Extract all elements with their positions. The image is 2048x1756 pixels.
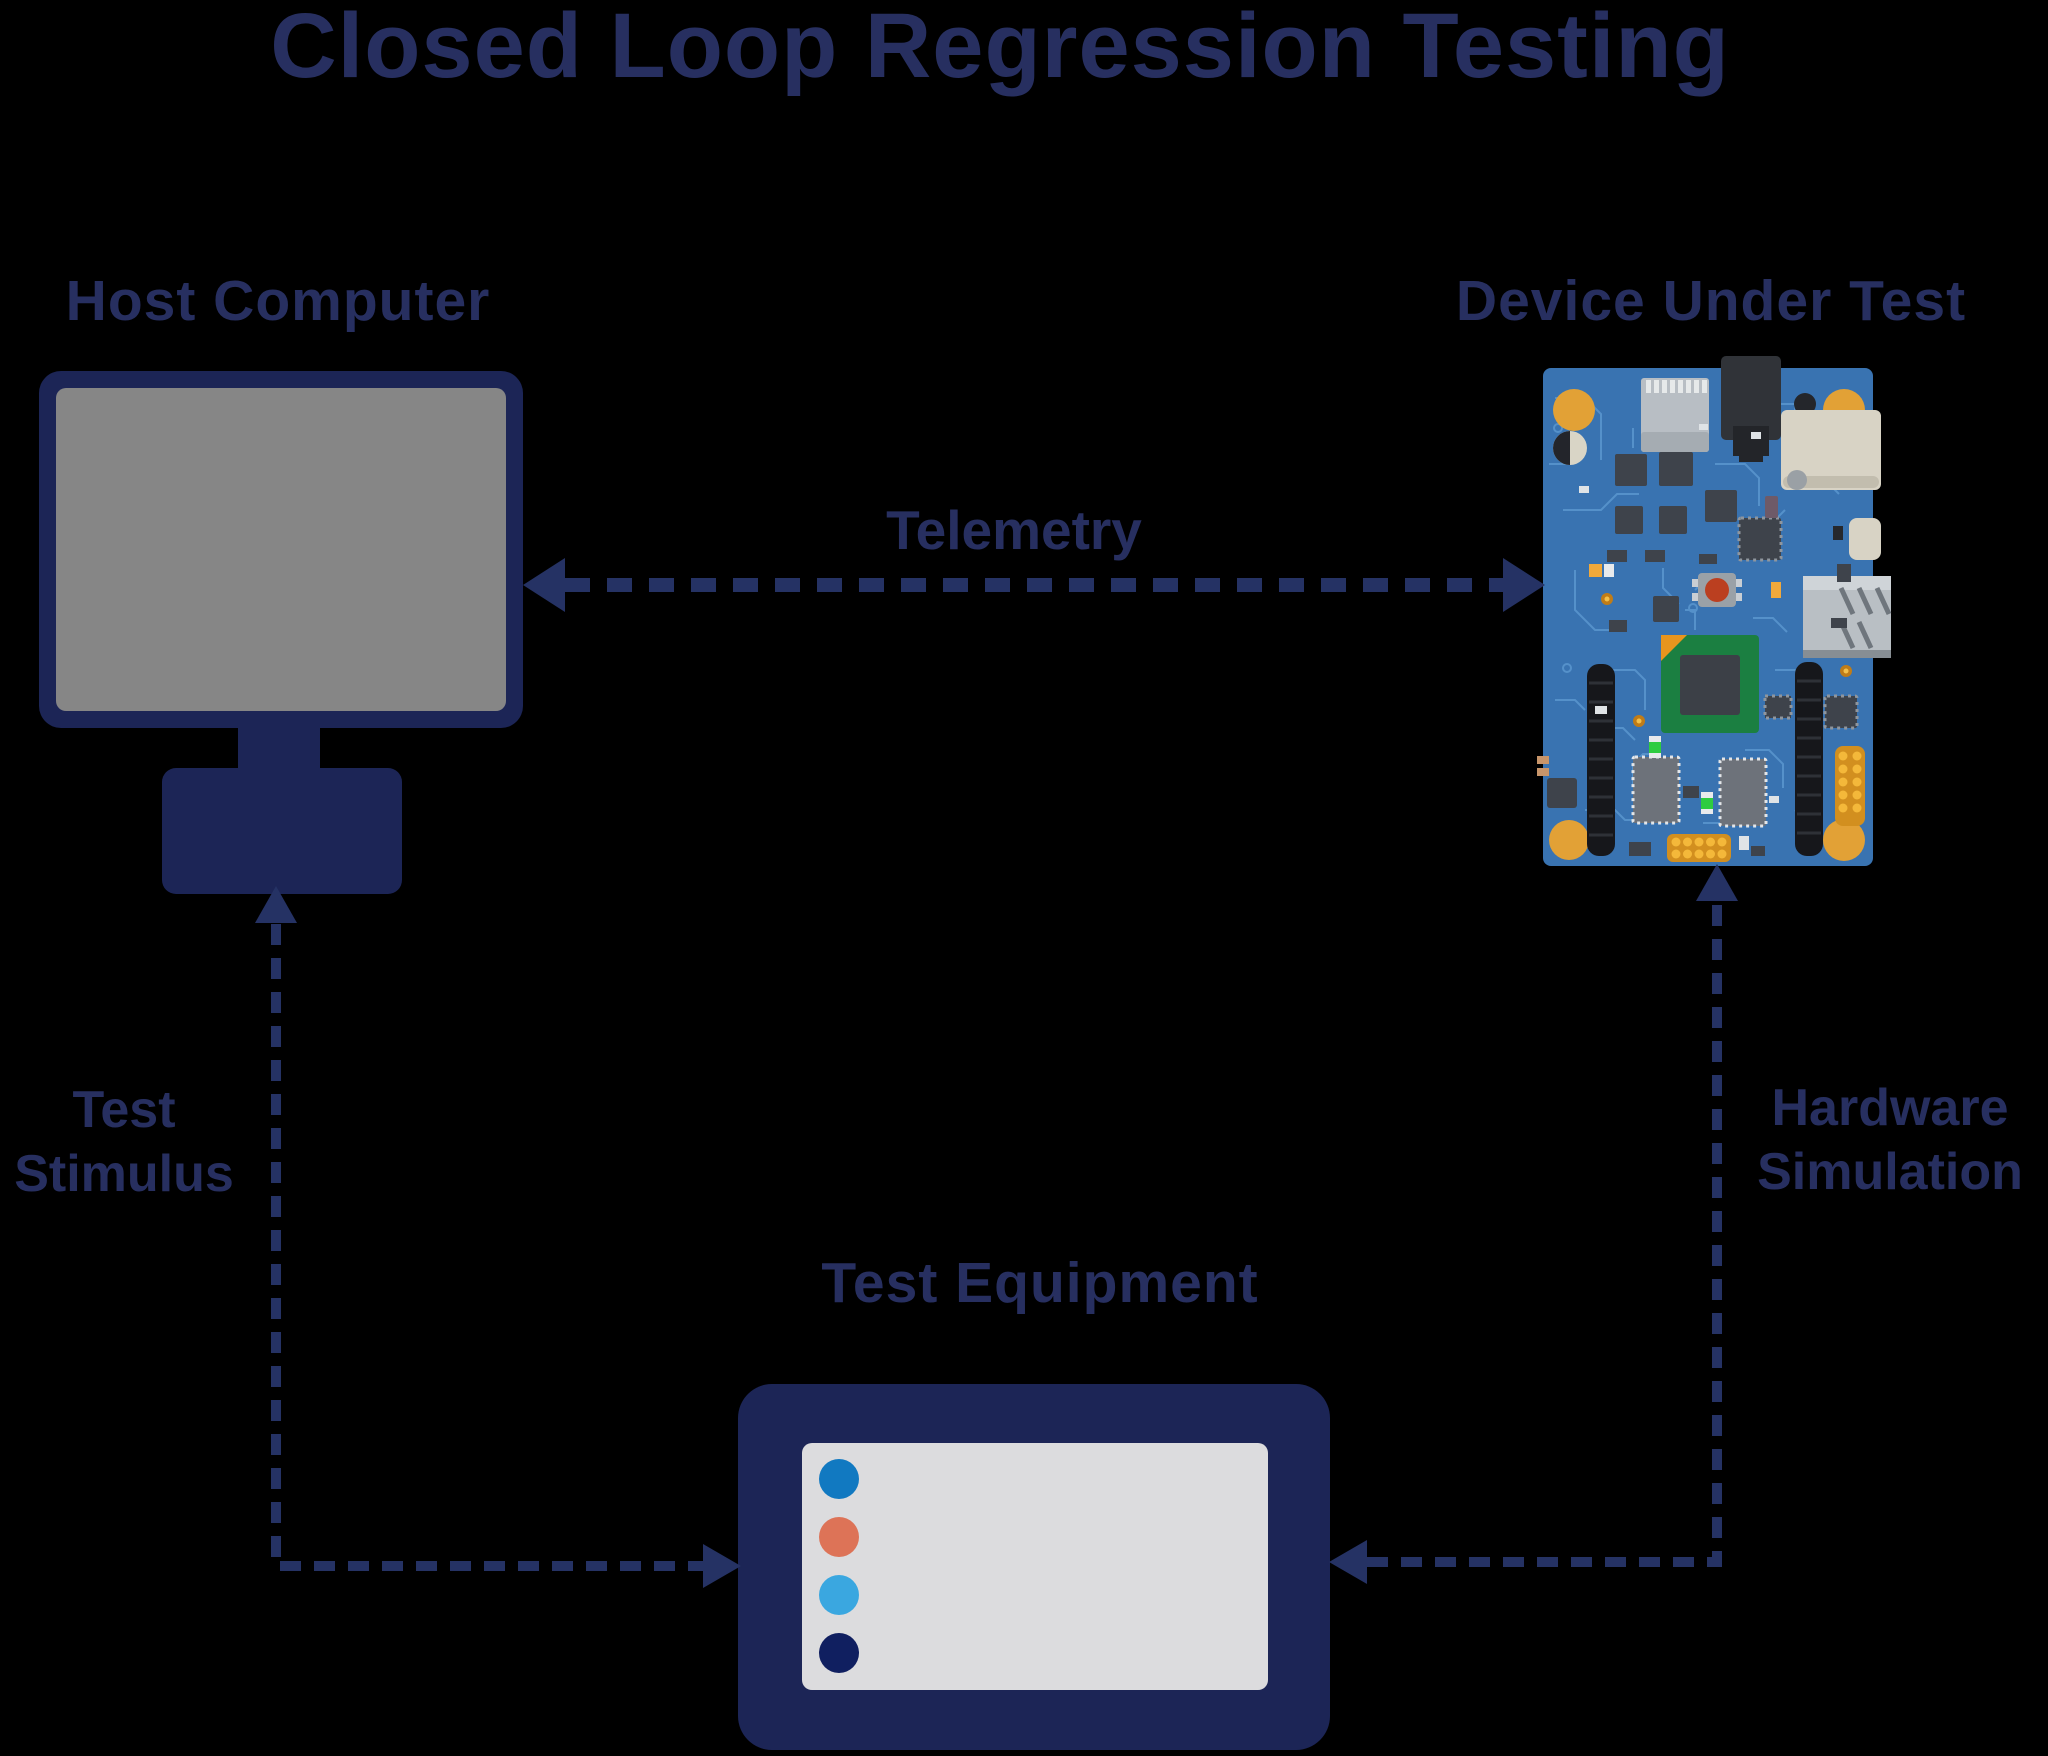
pcb-memory-chips [1631,755,1768,828]
pcb-board [1543,368,1873,866]
pin-headers [1587,662,1823,856]
test-stimulus-arrow [255,886,741,1588]
audio-jack [1721,356,1781,462]
pcb-leds [1537,424,1781,850]
arrowhead-left-icon [1329,1540,1367,1584]
indicator-dot [819,1575,859,1615]
test-equipment-indicator-dots [819,1459,859,1691]
indicator-dot [819,1459,859,1499]
gpio-headers [1667,746,1865,862]
hardware-simulation-label-line2: Simulation [1757,1143,2023,1201]
test-stimulus-label-line2: Stimulus [14,1145,234,1203]
pcb-purple-component [1765,496,1778,518]
arrowhead-left-icon [523,558,565,612]
micro-usb-port [1849,518,1881,560]
monitor-base [162,768,402,894]
arrowhead-right-icon [703,1544,741,1588]
hardware-simulation-arrow [1329,864,1738,1584]
device-under-test-label: Device Under Test [1455,269,1967,333]
page-title: Closed Loop Regression Testing [270,0,1730,97]
sd-card [1641,378,1709,452]
reset-button [1692,573,1742,607]
usb-port [1781,410,1881,490]
test-stimulus-label-line1: Test [72,1081,176,1139]
hardware-simulation-label-line1: Hardware [1771,1079,2009,1137]
telemetry-label: Telemetry [886,499,1142,561]
pcb-battery-notch [1553,431,1570,465]
pcb-transistor [1794,393,1816,415]
circuit-board-icon [1537,356,1892,866]
indicator-dot [819,1517,859,1557]
arrowhead-up-icon [255,886,297,923]
arrowhead-right-icon [1503,558,1545,612]
arrowhead-up-icon [1696,864,1738,901]
monitor-screen [56,388,506,711]
pcb-component [1833,526,1843,540]
indicator-dot [819,1633,859,1673]
monitor-neck [238,726,320,772]
pcb-corner-pads [1549,389,1865,861]
telemetry-arrow [523,558,1545,612]
host-computer-label: Host Computer [65,269,491,333]
ethernet-port [1803,576,1892,658]
pcb-chips [1547,452,1859,856]
test-equipment-label: Test Equipment [821,1251,1259,1315]
test-equipment-screen [802,1443,1268,1690]
cpu-chip [1661,635,1759,733]
hardware-simulation-label: Hardware Simulation [1757,1076,2023,1204]
test-stimulus-label: Test Stimulus [14,1078,234,1206]
